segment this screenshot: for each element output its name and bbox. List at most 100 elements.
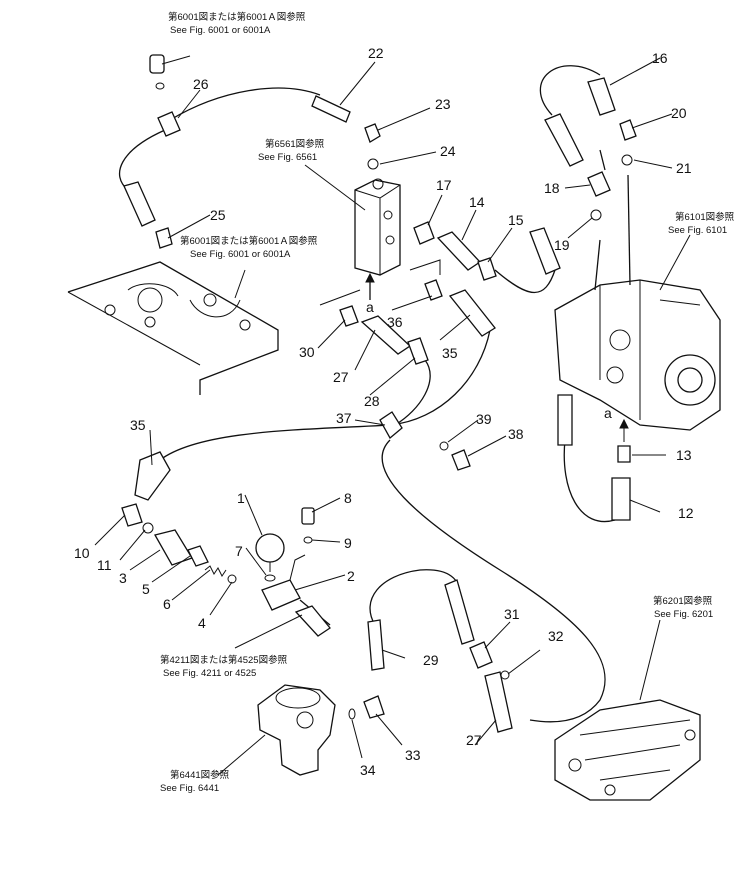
hose-29-loop (369, 569, 461, 626)
part-35-upper (448, 289, 496, 337)
leader-10 (94, 514, 126, 546)
callout-21: 21 (676, 160, 692, 176)
hose-pump-side (557, 394, 573, 446)
leader-ref-6001-top (161, 55, 191, 65)
marker-a-pump: a (604, 405, 612, 421)
callout-30: 30 (299, 344, 315, 360)
callout-14: 14 (469, 194, 485, 210)
hose-26-down-line (118, 129, 166, 191)
frame-boss-1 (137, 287, 163, 313)
pump-port-19-line (594, 239, 601, 291)
valve-body (554, 699, 701, 801)
hose-35-loop (159, 329, 491, 461)
callout-5: 5 (142, 581, 150, 597)
callout-2: 2 (347, 568, 355, 584)
callout-23: 23 (435, 96, 451, 112)
part-32 (500, 670, 510, 680)
part-3 (154, 529, 193, 566)
part-27-lower (484, 671, 513, 733)
callout-28: 28 (364, 393, 380, 409)
leader-ref-6441 (217, 734, 266, 776)
figure-references: 第6001図または第6001Ａ図参照 See Fig. 6001 or 6001… (160, 11, 735, 794)
part-19 (590, 209, 602, 221)
callout-35-lower: 35 (130, 417, 146, 433)
ref-4211-jp: 第4211図または第4525図参照 (160, 654, 288, 666)
leader-9 (311, 539, 341, 543)
leader-39 (447, 419, 479, 443)
part-35-lower (134, 451, 171, 501)
ref-6001-mid-en: See Fig. 6001 or 6001A (190, 249, 291, 260)
callout-27-lower: 27 (466, 732, 482, 748)
block-port-top (372, 178, 384, 190)
ref-6001-top-en: See Fig. 6001 or 6001A (170, 25, 271, 36)
pump-port-21-line (627, 174, 631, 286)
callout-29: 29 (423, 652, 439, 668)
hose-end-19 (529, 227, 561, 275)
hose-22-line (169, 87, 321, 121)
steering-unit-body (257, 684, 336, 776)
steering-unit-port (296, 711, 314, 729)
leader-29 (381, 649, 406, 659)
frame-hose-curve (127, 283, 179, 297)
ref-6441-en: See Fig. 6441 (160, 783, 219, 794)
leader-35-upper (439, 314, 471, 341)
hose-28-line (394, 359, 431, 426)
part-22 (311, 95, 351, 123)
leader-8 (311, 497, 341, 513)
ref-6001-top-jp: 第6001図または第6001Ａ図参照 (168, 11, 306, 23)
leader-6 (171, 569, 211, 601)
callout-36: 36 (387, 314, 403, 330)
callout-33: 33 (405, 747, 421, 763)
callout-16: 16 (652, 50, 668, 66)
hose-end-left (123, 181, 156, 227)
steering-unit-6441 (257, 684, 336, 776)
leader-4 (209, 581, 233, 616)
ref-6101-jp: 第6101図参照 (675, 211, 735, 223)
part-10 (121, 503, 143, 527)
leader-37 (354, 419, 386, 426)
part-37 (379, 411, 403, 440)
part-18 (587, 171, 611, 197)
pump-boss-1 (609, 329, 631, 351)
leader-ref-6561 (304, 164, 366, 211)
leader-25 (167, 214, 211, 239)
steering-unit-top (275, 687, 321, 709)
part-36 (424, 279, 443, 301)
block-port-2 (385, 235, 395, 245)
hose-16-end (599, 149, 606, 171)
callout-35-upper: 35 (442, 345, 458, 361)
valve-section-lines (579, 719, 691, 781)
leader-27-lower (474, 719, 497, 746)
callout-15: 15 (508, 212, 524, 228)
callout-32: 32 (548, 628, 564, 644)
part-11 (142, 522, 154, 534)
frame-hole-3 (239, 319, 251, 331)
valve-port-2 (604, 784, 616, 796)
part-5 (187, 545, 209, 567)
leader-27-upper (354, 329, 376, 371)
hose-15-line (494, 269, 556, 294)
leader-35-lower (149, 429, 153, 466)
hose-12-line (563, 439, 616, 523)
part-2 (261, 579, 301, 611)
callout-labels: 1 2 3 4 5 6 7 8 9 10 11 12 13 14 15 16 1… (74, 45, 694, 778)
leader-5 (151, 555, 191, 583)
part-9 (303, 536, 313, 544)
callout-13: 13 (676, 447, 692, 463)
callout-7: 7 (235, 543, 243, 559)
hose-37-long (381, 439, 606, 723)
part-6 (204, 565, 227, 577)
leader-32 (507, 649, 541, 675)
leader-16 (609, 57, 661, 86)
part-39 (439, 441, 449, 451)
frame-hole-4 (203, 293, 217, 307)
ref-6441-jp: 第6441図参照 (170, 769, 230, 781)
leader-11 (119, 529, 146, 561)
part-38 (451, 449, 471, 471)
arrow-a1-head (365, 272, 375, 283)
part-26 (157, 111, 181, 137)
frame-inner-edge (67, 291, 201, 366)
part-27-upper (360, 315, 412, 355)
ref-4211-en: See Fig. 4211 or 4525 (163, 668, 256, 679)
leader-2 (294, 574, 346, 591)
